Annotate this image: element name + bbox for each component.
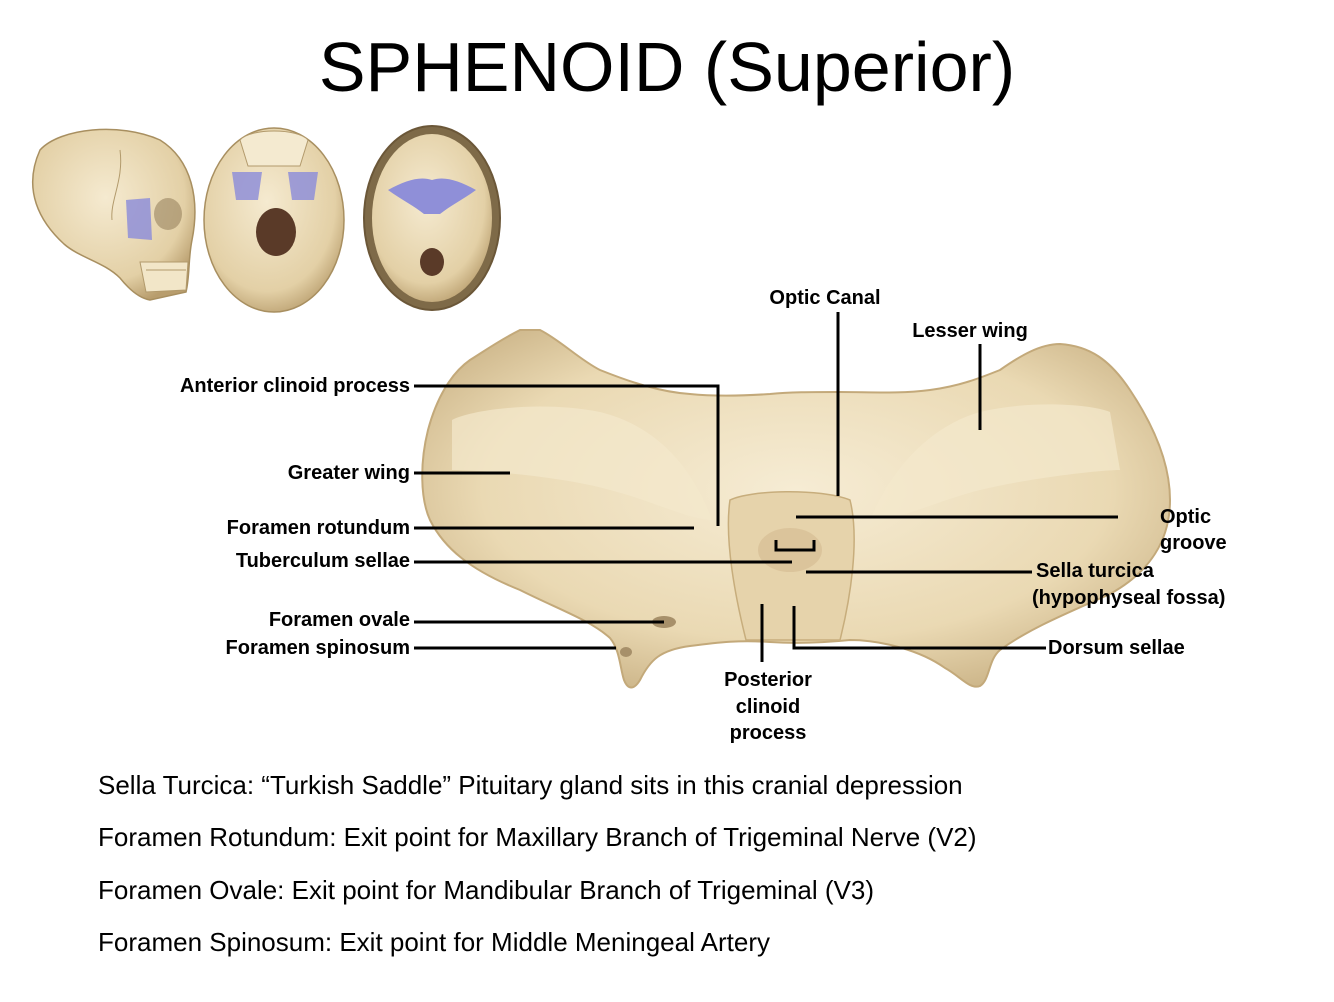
label-posterior-clinoid-line1: Posterior	[724, 669, 812, 691]
label-posterior-clinoid-line3: process	[729, 722, 807, 744]
label-foramen-rotundum: Foramen rotundum	[226, 517, 410, 539]
note-sella-turcica: Sella Turcica: “Turkish Saddle” Pituitar…	[98, 770, 963, 800]
leader-lines	[414, 312, 1118, 662]
label-anterior-clinoid-process: Anterior clinoid process	[179, 375, 410, 397]
label-lesser-wing: Lesser wing	[912, 320, 1028, 342]
sphenoid-bone-image	[421, 329, 1172, 689]
label-dorsum-sellae: Dorsum sellae	[1048, 637, 1185, 659]
inferior-skull-image	[203, 127, 345, 313]
label-sella-turcica-line1: Sella turcica	[1036, 560, 1154, 582]
label-foramen-ovale: Foramen ovale	[268, 609, 410, 631]
cranial-floor-image	[363, 125, 501, 311]
note-foramen-ovale: Foramen Ovale: Exit point for Mandibular…	[98, 875, 875, 905]
label-greater-wing: Greater wing	[287, 462, 410, 484]
label-optic-groove-line1: Optic	[1160, 506, 1212, 528]
label-posterior-clinoid-line2: clinoid	[735, 696, 801, 718]
label-sella-turcica-line2: (hypophyseal fossa)	[1032, 587, 1226, 609]
label-tuberculum-sellae: Tuberculum sellae	[235, 550, 410, 572]
page-title: SPHENOID (Superior)	[318, 28, 1016, 106]
note-foramen-rotundum: Foramen Rotundum: Exit point for Maxilla…	[98, 822, 977, 852]
lateral-skull-image	[31, 128, 196, 301]
label-foramen-spinosum: Foramen spinosum	[225, 637, 410, 659]
note-foramen-spinosum: Foramen Spinosum: Exit point for Middle …	[98, 927, 770, 957]
label-optic-groove-line2: groove	[1160, 532, 1227, 554]
label-optic-canal: Optic Canal	[769, 287, 881, 309]
